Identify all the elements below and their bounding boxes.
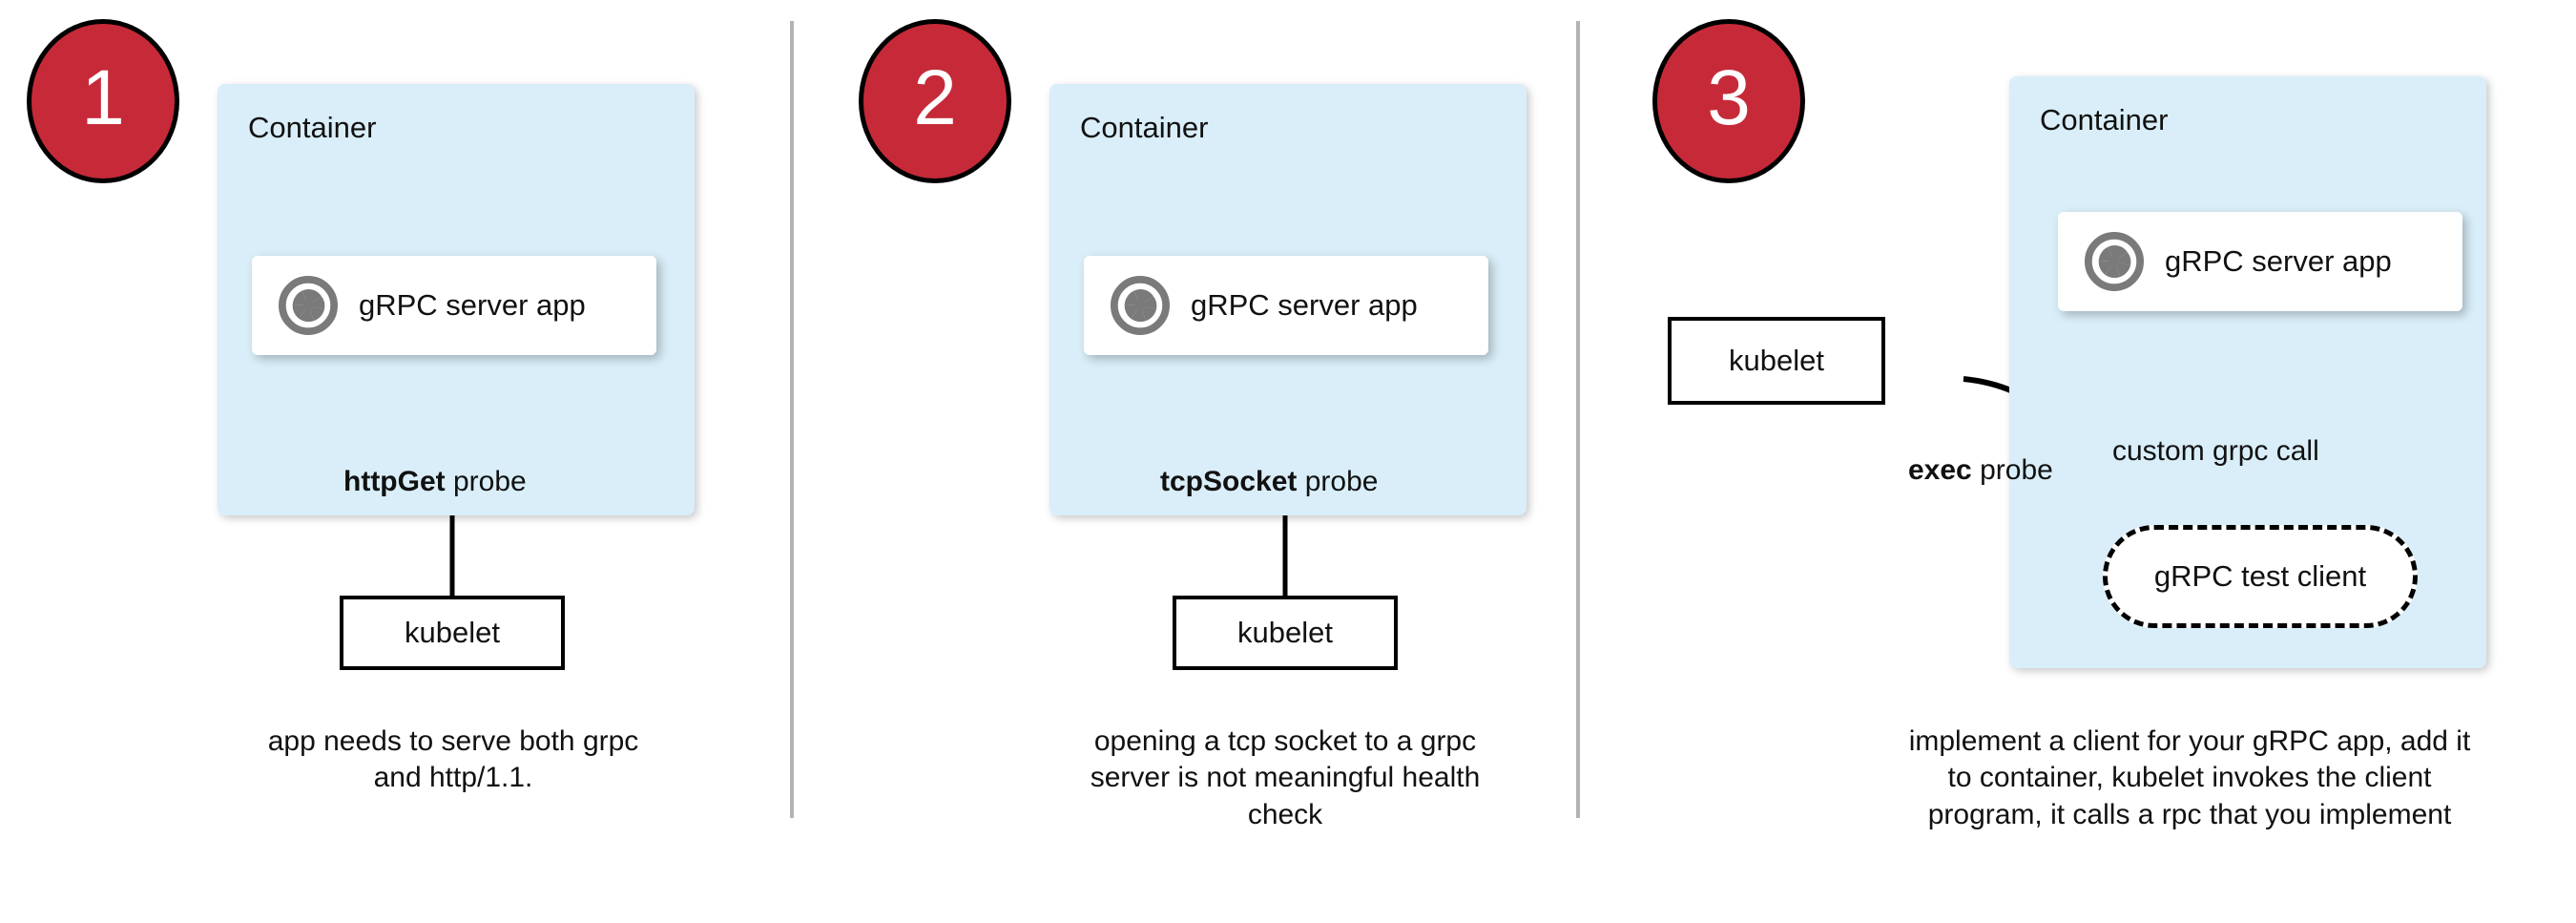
step-badge-1: 1 bbox=[27, 19, 179, 183]
grpc-logo-icon bbox=[2085, 232, 2144, 291]
panel-3-probe-label: exec probe bbox=[1908, 456, 2053, 485]
panel-2-probe-label: tcpSocket probe bbox=[1160, 468, 1378, 496]
panel-1-app-card-label: gRPC server app bbox=[359, 288, 586, 322]
panel-2-caption: opening a tcp socket to a grpc server is… bbox=[1004, 724, 1567, 833]
panel-3-probe-label-bold: exec bbox=[1908, 454, 1972, 486]
panel-2-app-card: gRPC server app bbox=[1084, 256, 1488, 355]
panel-3-test-client-box: gRPC test client bbox=[2103, 525, 2418, 628]
step-badge-3-number: 3 bbox=[1707, 54, 1751, 141]
panel-3-caption-line-3: program, it calls a rpc that you impleme… bbox=[1927, 798, 2452, 830]
panel-2-caption-line-1: opening a tcp socket to a grpc bbox=[1093, 725, 1477, 757]
panel-1-probe-label: httpGet probe bbox=[343, 468, 527, 496]
grpc-logo-icon bbox=[1111, 276, 1170, 335]
panel-1-caption: app needs to serve both grpc and http/1.… bbox=[172, 724, 735, 797]
panel-2-kubelet-label: kubelet bbox=[1237, 616, 1333, 649]
panel-2-caption-line-2: server is not meaningful health bbox=[1090, 762, 1481, 794]
panel-3-container-label: Container bbox=[2040, 103, 2169, 136]
panel-3-caption-line-1: implement a client for your gRPC app, ad… bbox=[1908, 725, 2471, 757]
panel-2-app-card-label: gRPC server app bbox=[1191, 288, 1418, 322]
panel-3-custom-grpc-call-label: custom grpc call bbox=[2112, 435, 2319, 467]
panel-2-container-label: Container bbox=[1080, 111, 1209, 144]
panel-1-probe-label-bold: httpGet bbox=[343, 466, 446, 497]
panel-1-probe-label-rest: probe bbox=[445, 466, 527, 497]
panel-1-container-label: Container bbox=[248, 111, 377, 144]
panel-1-app-card: gRPC server app bbox=[252, 256, 656, 355]
panel-3-app-card-label: gRPC server app bbox=[2165, 244, 2392, 278]
panel-1-kubelet-box: kubelet bbox=[340, 596, 565, 670]
step-badge-3: 3 bbox=[1652, 19, 1805, 183]
panel-3-test-client-label: gRPC test client bbox=[2153, 559, 2367, 593]
panel-1-caption-line-1: app needs to serve both grpc bbox=[267, 725, 639, 757]
step-badge-2: 2 bbox=[859, 19, 1011, 183]
panel-divider-1 bbox=[790, 21, 794, 818]
step-badge-2-number: 2 bbox=[913, 54, 957, 141]
panel-3-probe-label-rest: probe bbox=[1971, 454, 2053, 486]
panel-3-kubelet-box: kubelet bbox=[1668, 317, 1885, 405]
panel-2-probe-label-bold: tcpSocket bbox=[1160, 466, 1298, 497]
panel-2-probe-label-rest: probe bbox=[1297, 466, 1379, 497]
grpc-logo-icon bbox=[279, 276, 338, 335]
panel-3-caption-line-2: to container, kubelet invokes the client bbox=[1947, 762, 2432, 794]
panel-1-kubelet-label: kubelet bbox=[405, 616, 500, 649]
panel-2-caption-line-3: check bbox=[1247, 798, 1323, 830]
panel-2-kubelet-box: kubelet bbox=[1173, 596, 1398, 670]
panel-1-caption-line-2: and http/1.1. bbox=[373, 762, 533, 794]
panel-3-caption: implement a client for your gRPC app, ad… bbox=[1813, 724, 2566, 833]
panel-3-app-card: gRPC server app bbox=[2058, 212, 2462, 311]
panel-divider-2 bbox=[1576, 21, 1580, 818]
panel-3-kubelet-label: kubelet bbox=[1729, 344, 1824, 377]
step-badge-1-number: 1 bbox=[81, 54, 125, 141]
